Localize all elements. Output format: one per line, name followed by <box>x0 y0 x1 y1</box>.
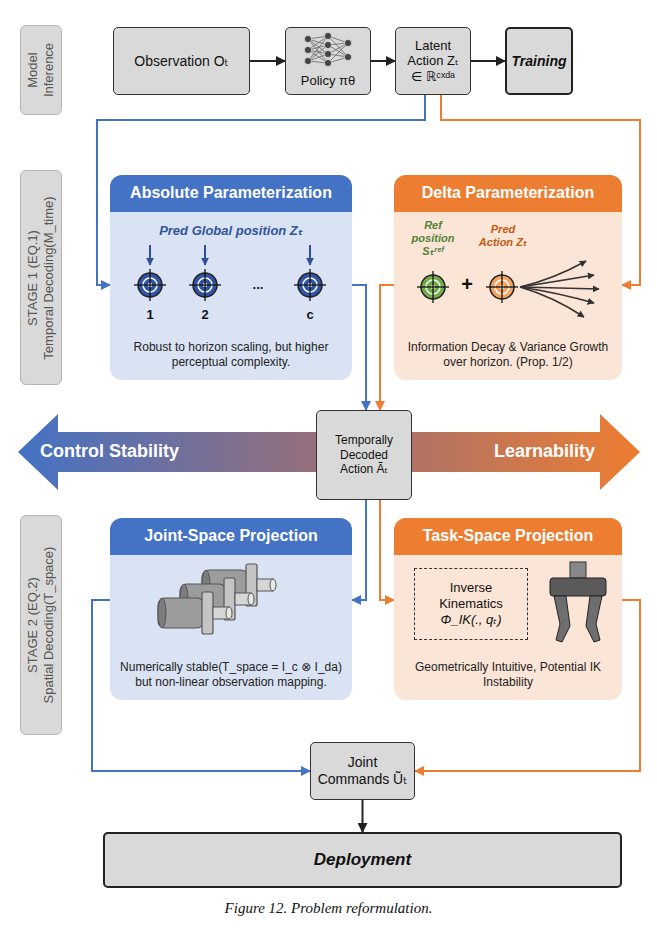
svg-circle <box>344 53 351 60</box>
option-panel: Task-Space ProjectionGeometrically Intui… <box>394 518 622 700</box>
neural-net-icon <box>302 31 354 71</box>
callout-number: c <box>306 307 313 322</box>
svg-path <box>520 287 584 317</box>
svg-circle <box>304 46 311 53</box>
node-text: Deployment <box>314 850 411 870</box>
figure-caption: Figure 12. Problem reformulation. <box>0 900 657 917</box>
label-holder: Pred Global position Zₜ <box>110 221 352 239</box>
side-stage-label: STAGE 2 (EQ.2)Spatial Decoding(T_space) <box>20 515 62 735</box>
terminal-box: Deployment <box>103 832 622 888</box>
svg-path <box>520 275 594 287</box>
connector-arrow <box>250 60 285 62</box>
panel-header: Joint-Space Projection <box>110 518 352 555</box>
panel-body: Geometrically Intuitive, Potential IK In… <box>394 660 622 700</box>
svg-line <box>149 245 151 265</box>
svg-path <box>520 261 586 287</box>
annotation-label: Ref position Sₜʳᵉᶠ <box>406 219 460 259</box>
node-text: Φ_IK(., qₜ) <box>441 612 502 628</box>
side-label-text-group: Model Inference <box>25 31 58 109</box>
svg-use <box>417 271 449 303</box>
callout-number: ... <box>253 277 264 292</box>
connector-arrow <box>380 285 394 410</box>
dashed-box: Inverse KinematicsΦ_IK(., qₜ) <box>414 568 528 640</box>
process-box: Joint Commands Ũₜ <box>310 742 415 800</box>
node-text: Spatial Decoding(T_space) <box>41 521 57 729</box>
option-panel: Joint-Space ProjectionNumerically stable… <box>110 518 352 700</box>
label-holder: Control Stability <box>40 441 230 462</box>
svg-circle <box>324 32 331 39</box>
panel-body: Information Decay & Variance Growth over… <box>394 340 622 380</box>
process-box: Latent Action Zₜ ∈ ℝᶜˣᵈᵃ <box>395 27 471 95</box>
connector-arrow <box>362 800 364 832</box>
svg-g <box>308 36 348 63</box>
terminal-box: Training <box>505 27 573 95</box>
connector-arrow <box>380 500 394 600</box>
svg-circle <box>304 57 311 64</box>
node-text: Observation Oₜ <box>134 53 228 70</box>
svg-polygon <box>586 596 602 642</box>
svg-polygon <box>554 596 570 642</box>
axis-label: Learnability <box>494 441 595 462</box>
option-panel: Delta ParameterizationInformation Decay … <box>394 175 622 380</box>
label-holder: 2 <box>195 305 215 323</box>
node-text: Joint Commands Ũₜ <box>316 754 409 788</box>
svg-use <box>294 269 326 301</box>
panel-header: Absolute Parameterization <box>110 175 352 212</box>
label-holder: Pred Action Zₜ <box>474 223 532 250</box>
svg-use <box>189 269 221 301</box>
panel-body: Numerically stable(T_space = I_c ⊗ I_da)… <box>110 660 352 700</box>
connector-arrow <box>371 60 395 62</box>
svg-rect <box>550 578 606 596</box>
side-label-text-group: STAGE 2 (EQ.2)Spatial Decoding(T_space) <box>25 521 58 729</box>
label-holder: 1 <box>140 305 160 323</box>
axis-label: Control Stability <box>40 441 179 462</box>
connector-arrow <box>352 285 366 410</box>
svg-use <box>134 269 166 301</box>
panel-body: Robust to horizon scaling, but higher pe… <box>110 340 352 380</box>
node-text: STAGE 2 (EQ.2) <box>25 521 41 729</box>
annotation-label: Pred Global position Zₜ <box>159 223 303 238</box>
process-box: Temporally Decoded Action Ãₜ <box>316 410 412 500</box>
svg-g <box>304 32 351 66</box>
side-stage-label: Model Inference <box>20 25 62 115</box>
node-text: Policy πθ <box>301 73 356 89</box>
svg-circle <box>304 35 311 42</box>
callout-number: 2 <box>201 307 208 322</box>
policy-box: Policy πθ <box>285 27 371 95</box>
node-text: Inverse Kinematics <box>418 580 524 613</box>
option-panel: Absolute ParameterizationRobust to horiz… <box>110 175 352 380</box>
node-text: Training <box>512 53 567 70</box>
svg-line <box>204 245 206 265</box>
svg-circle <box>324 59 331 66</box>
label-holder: c <box>300 305 320 323</box>
callout-number: 1 <box>146 307 153 322</box>
node-text: STAGE 1 (EQ.1) <box>25 176 41 379</box>
panel-header: Delta Parameterization <box>394 175 622 212</box>
annotation-label: Pred Action Zₜ <box>474 223 532 249</box>
node-text: Temporal Decoding(M_time) <box>41 176 57 379</box>
label-holder: ... <box>238 275 278 293</box>
connector-arrow <box>352 500 366 600</box>
panel-header: Task-Space Projection <box>394 518 622 555</box>
svg-line <box>309 245 311 265</box>
svg-use <box>486 271 518 303</box>
side-stage-label: STAGE 1 (EQ.1)Temporal Decoding(M_time) <box>20 170 62 385</box>
node-text: Latent Action Zₜ ∈ ℝᶜˣᵈᵃ <box>401 38 465 85</box>
svg-circle <box>324 41 331 48</box>
label-holder: + <box>456 273 478 296</box>
annotation-label: + <box>461 273 473 296</box>
svg-circle <box>324 50 331 57</box>
process-box: Observation Oₜ <box>113 27 250 95</box>
node-text: Model Inference <box>25 31 58 109</box>
label-holder: Ref position Sₜʳᵉᶠ <box>406 219 460 259</box>
connector-arrow <box>471 60 505 62</box>
svg-use <box>158 592 232 634</box>
svg-rect <box>570 562 586 578</box>
svg-circle <box>344 39 351 46</box>
node-text: Temporally Decoded Action Ãₜ <box>322 433 406 476</box>
side-label-text-group: STAGE 1 (EQ.1)Temporal Decoding(M_time) <box>25 176 58 379</box>
label-holder: Learnability <box>470 441 595 462</box>
